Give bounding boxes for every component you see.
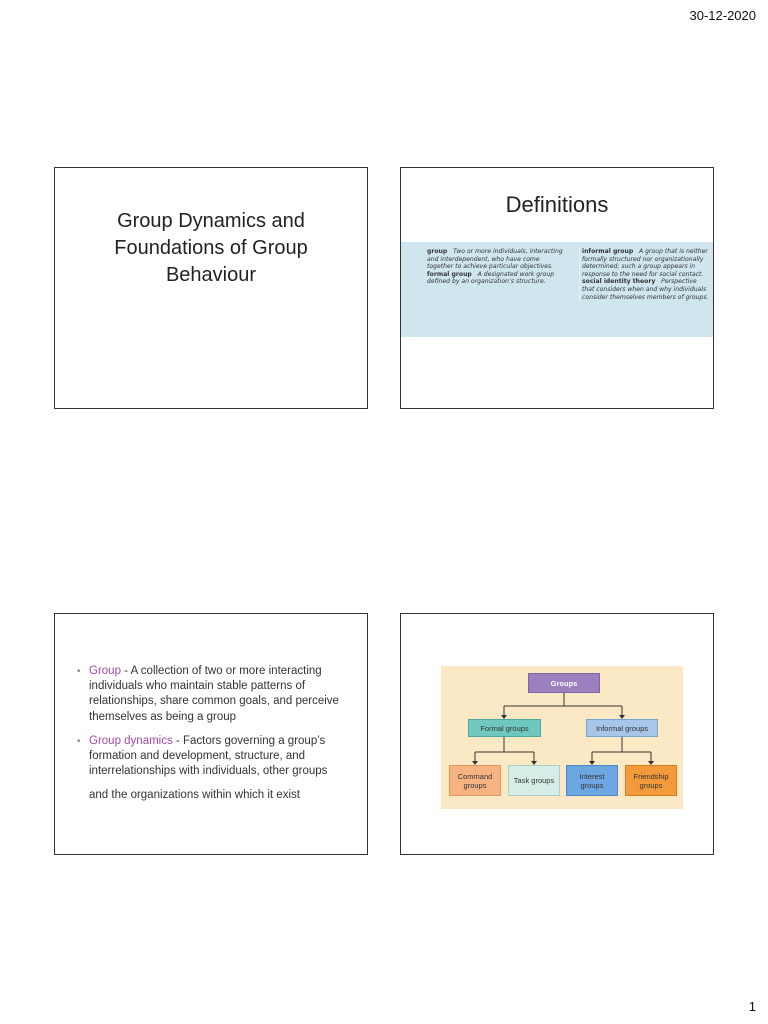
definition-text: A designated work group defined by an or… bbox=[427, 270, 555, 286]
bullet-list: • Group - A collection of two or more in… bbox=[77, 664, 367, 804]
bullet-text: Factors governing a group’s formation an… bbox=[89, 734, 328, 778]
node-task-groups: Task groups bbox=[508, 765, 560, 796]
title-line-3: Behaviour bbox=[165, 264, 257, 286]
definition-text: Two or more individuals, interacting and… bbox=[427, 248, 563, 271]
definition-term: social identity theory bbox=[582, 278, 656, 286]
bullet-dot-icon: • bbox=[77, 735, 81, 747]
page-number: 1 bbox=[748, 999, 756, 1014]
definition-formal-group: formal group A designated work group def… bbox=[427, 271, 567, 286]
node-formal-groups: Formal groups bbox=[468, 719, 541, 737]
node-command-groups: Command groups bbox=[449, 765, 501, 796]
title-line-1: Group Dynamics and bbox=[117, 210, 305, 232]
definitions-title: Definitions bbox=[505, 192, 609, 217]
diagram-connectors bbox=[472, 693, 654, 765]
definition-social-identity-theory: social identity theory Perspective that … bbox=[582, 278, 710, 301]
definition-term: formal group bbox=[427, 270, 472, 278]
bullet-text: A collection of two or more interacting … bbox=[89, 665, 339, 723]
node-interest-groups: Interest groups bbox=[566, 765, 618, 796]
definition-term: group bbox=[427, 248, 448, 255]
slide-groups-diagram: Groups Formal groups Informal groups Com… bbox=[400, 613, 714, 855]
slide-group-bullets: • Group - A collection of two or more in… bbox=[54, 613, 368, 855]
definition-informal-group: informal group A group that is neither f… bbox=[582, 248, 710, 278]
slide-title-text: Group Dynamics and Foundations of Group … bbox=[55, 208, 367, 289]
definitions-left-column: group Two or more individuals, interacti… bbox=[427, 248, 567, 286]
bullet-term: Group bbox=[89, 665, 121, 677]
slide-title: Group Dynamics and Foundations of Group … bbox=[54, 167, 368, 409]
bullet-item: • Group dynamics - Factors governing a g… bbox=[77, 734, 367, 780]
definition-text: Perspective that considers when and why … bbox=[582, 278, 709, 301]
definitions-right-column: informal group A group that is neither f… bbox=[579, 248, 710, 302]
trailing-text: and the organizations within which it ex… bbox=[89, 789, 300, 802]
definition-group: group Two or more individuals, interacti… bbox=[427, 248, 567, 271]
bullet-item: • Group - A collection of two or more in… bbox=[77, 664, 367, 725]
node-informal-groups: Informal groups bbox=[586, 719, 658, 737]
title-line-2: Foundations of Group bbox=[114, 237, 308, 259]
bullet-dot-icon: • bbox=[77, 666, 81, 677]
definition-text: A group that is neither formally structu… bbox=[582, 248, 708, 278]
node-friendship-groups: Friendship groups bbox=[625, 765, 677, 796]
slide-definitions: Definitions group Two or more individual… bbox=[400, 167, 714, 409]
bullet-separator: - bbox=[172, 734, 183, 747]
document-date: 30-12-2020 bbox=[689, 8, 757, 23]
definition-term: informal group bbox=[582, 248, 634, 255]
groups-diagram: Groups Formal groups Informal groups Com… bbox=[441, 666, 683, 809]
definitions-box: group Two or more individuals, interacti… bbox=[401, 242, 713, 337]
bullet-term: Group dynamics bbox=[89, 734, 173, 747]
node-groups: Groups bbox=[528, 673, 600, 693]
bullet-separator: - bbox=[120, 665, 131, 677]
